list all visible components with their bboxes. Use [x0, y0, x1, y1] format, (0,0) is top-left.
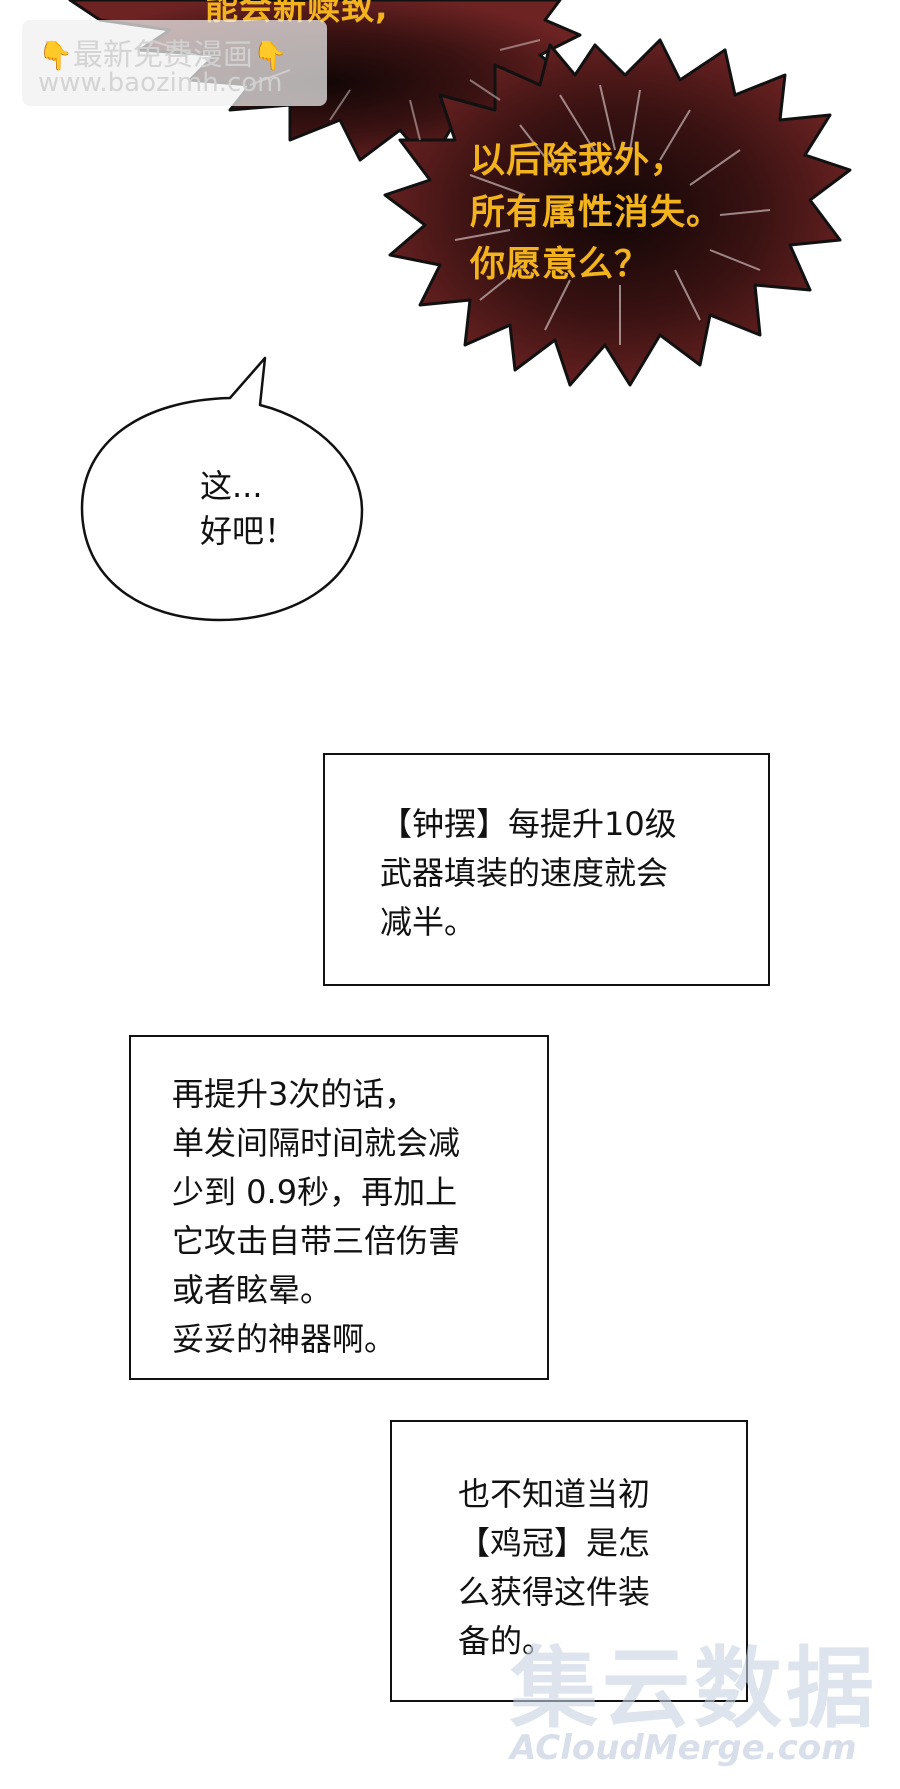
burst-main-text: 以后除我外， 所有属性消失。 你愿意么？	[470, 135, 722, 291]
pointing-down-icon: 👇	[38, 39, 73, 72]
speech-line: 好吧！	[200, 512, 297, 550]
watermark-url: ACloudMerge.com	[510, 1728, 857, 1768]
speech-line: 这...	[200, 467, 263, 505]
watermark-badge	[22, 20, 327, 106]
narration-line: 减半。	[380, 903, 477, 941]
speech-bubble	[80, 356, 364, 622]
narration-line: 也不知道当初	[458, 1475, 651, 1513]
narration-box-2	[129, 1035, 549, 1380]
narration-line: 少到 0.9秒，再加上	[172, 1173, 458, 1211]
narration-box-3	[390, 1420, 748, 1702]
narration-line: 备的。	[458, 1622, 555, 1660]
narration-line: 它攻击自带三倍伤害	[172, 1222, 461, 1260]
narration-text-3: 也不知道当初 【鸡冠】是怎 么获得这件装 备的。	[458, 1470, 650, 1666]
narration-line: 【鸡冠】是怎	[458, 1524, 651, 1562]
narration-line: 再提升3次的话，	[172, 1075, 417, 1113]
narration-line: 么获得这件装	[458, 1573, 651, 1611]
narration-box-1	[323, 753, 770, 986]
narration-line: 【钟摆】每提升10级	[380, 805, 677, 843]
narration-line: 单发间隔时间就会减	[172, 1124, 461, 1162]
narration-text-1: 【钟摆】每提升10级 武器填装的速度就会 减半。	[380, 800, 677, 947]
pointing-down-icon: 👇	[252, 39, 288, 72]
burst-main-line: 以后除我外，	[470, 141, 687, 181]
watermark-title: 最新免费漫画	[72, 38, 253, 73]
speech-text: 这... 好吧！	[200, 464, 296, 554]
burst-main-line: 所有属性消失。	[470, 193, 723, 233]
watermark-brand: 集云数据	[510, 1637, 879, 1740]
narration-line: 武器填装的速度就会	[380, 854, 669, 892]
narration-line: 或者眩晕。	[172, 1271, 333, 1309]
burst-main-line: 你愿意么？	[470, 245, 651, 285]
watermark-top-line1: 👇最新免费漫画👇	[38, 30, 288, 74]
watermark-top-url: www.baozimh.com	[38, 68, 283, 98]
narration-text-2: 再提升3次的话， 单发间隔时间就会减 少到 0.9秒，再加上 它攻击自带三倍伤害…	[172, 1070, 460, 1364]
burst-main-shape	[383, 38, 852, 387]
narration-line: 妥妥的神器啊。	[172, 1320, 397, 1358]
